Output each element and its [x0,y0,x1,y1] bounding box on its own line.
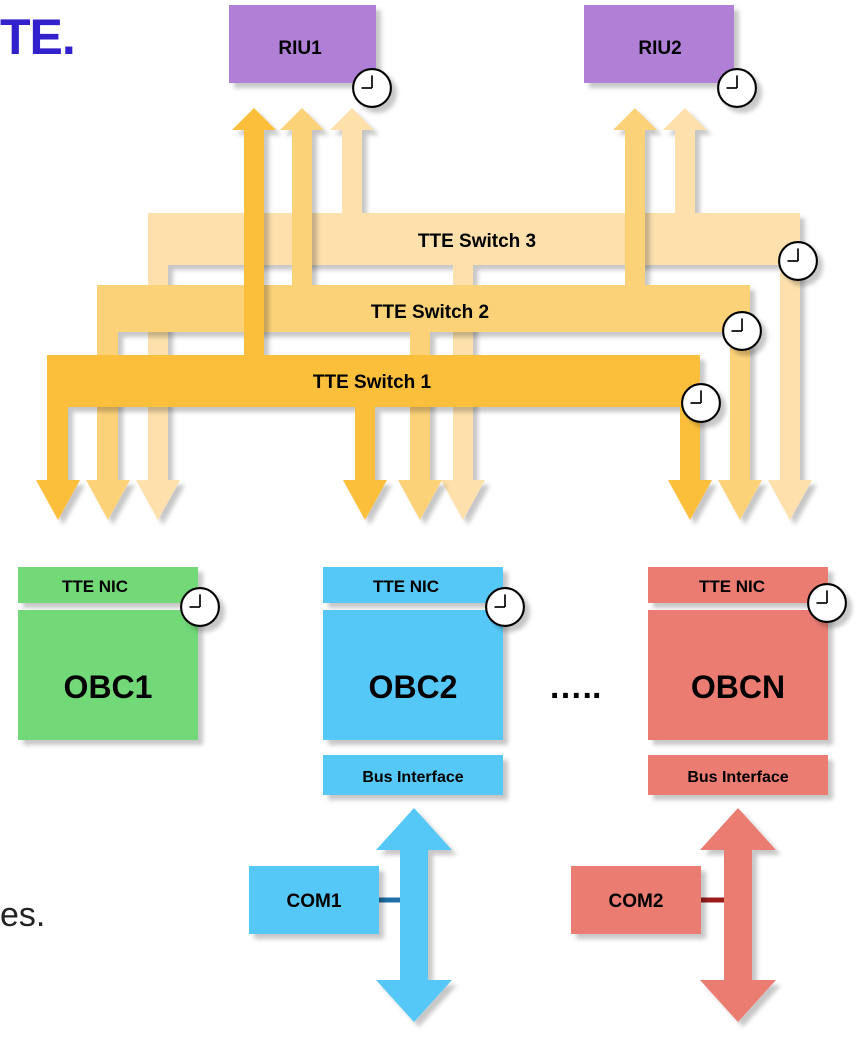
riu1-label: RIU1 [278,38,322,59]
com2-box [571,866,701,934]
switch-3-bar [136,213,812,520]
riu1-box [229,5,376,83]
switch-2-clock-icon [722,311,762,351]
switch-2-group [86,108,762,520]
switch-1-label: TTE Switch 1 [313,372,432,393]
riu2-clock-icon [717,68,757,108]
switch-2-label: TTE Switch 2 [371,302,489,323]
switch-3-label: TTE Switch 3 [418,231,536,252]
switch-2-riu2-arrow [613,108,657,285]
switch-1-bar [36,355,712,520]
switch-2-obc2-arrow [398,332,442,520]
switch-2-riu1-arrow [280,108,324,285]
obc1-nic-box [18,567,198,603]
obc2-nic-label: TTE NIC [373,577,439,596]
com1-box [249,866,379,934]
obc2-nic-box [323,567,503,603]
switch-1-riu1-arrow [232,108,276,355]
com2-label: COM2 [609,891,664,912]
obcn-nic-label: TTE NIC [699,577,765,596]
riu1-clock-icon [352,68,392,108]
switch-1-clock-icon [681,383,721,423]
bus-1-double-arrow [376,808,452,1022]
obcn-bus-interface-box [648,755,828,795]
obc1-clock-icon [180,587,220,627]
switch-3-riu1-arrow [330,108,374,213]
obc2-bus-interface-box [323,755,503,795]
obc2-box [323,610,503,740]
obcn-clock-icon [807,583,847,623]
obcn-box [648,610,828,740]
body-text-fragment: es. [0,896,46,934]
riu2-label: RIU2 [638,38,681,59]
obcn-bus-interface-label: Bus Interface [687,769,788,786]
switch-3-riu2-arrow [663,108,707,213]
obc2-bus-interface-label: Bus Interface [362,769,463,786]
obc1-box [18,610,198,740]
switch-1-obc2-arrow [343,407,387,520]
obcn-label: OBCN [691,669,785,705]
switch-1-group [36,108,712,520]
riu2-box [584,5,734,83]
title-fragment: TE. [0,9,76,65]
bus-2-double-arrow [700,808,776,1022]
switch-3-clock-icon [778,241,818,281]
obc2-label: OBC2 [369,669,458,705]
obcn-nic-box [648,567,828,603]
obc-ellipsis: ….. [549,668,602,706]
obc1-label: OBC1 [64,669,153,705]
obc2-clock-icon [485,587,525,627]
com1-label: COM1 [287,891,342,912]
obc1-nic-label: TTE NIC [62,577,128,596]
